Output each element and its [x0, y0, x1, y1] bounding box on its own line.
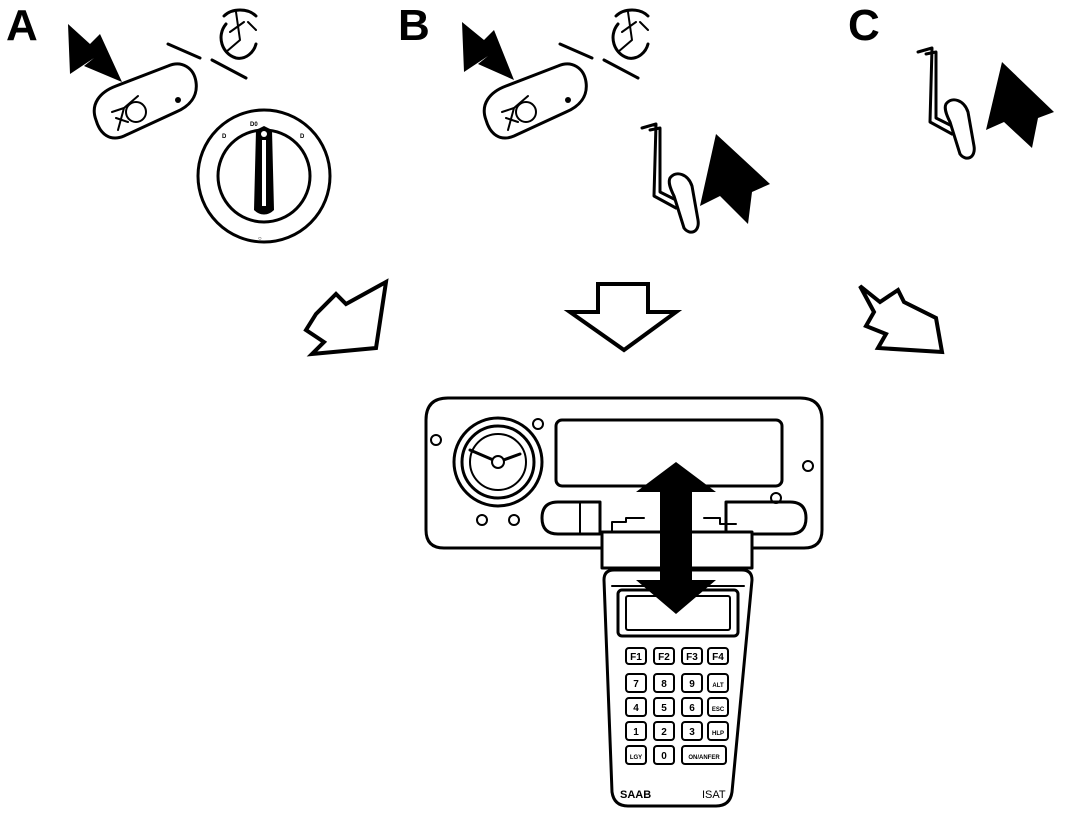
pedal-icon-b: [640, 122, 700, 234]
double-arrow: [636, 462, 716, 614]
keypad-key[interactable]: ESC: [707, 697, 729, 717]
tester-brand: SAAB: [620, 789, 651, 801]
keypad-key[interactable]: 6: [681, 697, 703, 717]
keypad-key[interactable]: ALT: [707, 673, 729, 693]
panel-a: D0 D D ○: [68, 8, 332, 244]
svg-text:D: D: [222, 134, 227, 140]
keypad-key-label: 6: [689, 703, 695, 714]
panel-label-a: A: [6, 1, 38, 50]
tester-model: ISAT: [702, 789, 726, 801]
svg-text:○: ○: [258, 236, 262, 242]
keypad-key-label: 3: [689, 727, 695, 738]
svg-text:D: D: [300, 134, 305, 140]
function-key-label: F2: [658, 652, 670, 663]
svg-text:D0: D0: [250, 122, 258, 128]
fuse-line-a2: [210, 58, 248, 80]
arrow-pedal-b: [700, 134, 770, 224]
panel-label-c: C: [848, 1, 880, 50]
keypad-key-label: LGY: [630, 755, 642, 761]
keypad-key-label: 2: [661, 727, 667, 738]
keypad-key[interactable]: ON/ANFER: [681, 745, 727, 765]
keypad-key[interactable]: 1: [625, 721, 647, 741]
fuse-line-a1: [166, 42, 202, 60]
arrow-bulb-b: [462, 22, 514, 80]
function-key-label: F3: [686, 652, 698, 663]
keypad-key-label: 9: [689, 679, 695, 690]
keypad-key[interactable]: HLP: [707, 721, 729, 741]
keypad-key[interactable]: 3: [681, 721, 703, 741]
clock-icon: [452, 416, 544, 508]
function-key-label: F4: [712, 652, 724, 663]
keypad-key[interactable]: 7: [625, 673, 647, 693]
light-switch-icon: D0 D D ○: [196, 108, 332, 244]
fuse-icon-b: [611, 8, 650, 60]
keypad-key[interactable]: 5: [653, 697, 675, 717]
keypad-key[interactable]: LGY: [625, 745, 647, 765]
keypad-key-label: ON/ANFER: [688, 755, 720, 761]
panel-c: [916, 46, 1054, 160]
keypad-key-label: 4: [633, 703, 639, 714]
keypad-key-label: 5: [661, 703, 667, 714]
keypad-key[interactable]: 2: [653, 721, 675, 741]
keypad-key[interactable]: 8: [653, 673, 675, 693]
keypad-key-label: 0: [661, 751, 667, 762]
function-key-1[interactable]: F1: [625, 647, 647, 665]
fuse-icon: [219, 8, 258, 60]
pedal-icon-c: [916, 46, 976, 160]
bulb-icon-b: [482, 62, 588, 140]
arrow-pedal-c: [986, 62, 1054, 148]
arrow-from-c: [858, 284, 945, 355]
panel-b: [462, 8, 770, 234]
keypad-key-label: ALT: [712, 683, 724, 689]
keypad-key-label: 7: [633, 679, 639, 690]
keypad-key-label: ESC: [712, 707, 725, 713]
keypad-key-label: 1: [633, 727, 639, 738]
instrument-cluster: [424, 396, 824, 550]
keypad-key-label: 8: [661, 679, 667, 690]
fuse-line-b2: [602, 58, 640, 80]
keypad-key[interactable]: 0: [653, 745, 675, 765]
tester-keypad: F1 F2 F3 F4 7 8 9 ALT 4 5 6 ESC 1 2 3 HLP LGY 0 ON/ANFER: [625, 647, 729, 765]
panel-label-b: B: [398, 1, 430, 50]
fuse-line-b1: [558, 42, 594, 60]
function-key-label: F1: [630, 652, 642, 663]
function-key-2[interactable]: F2: [653, 647, 675, 665]
keypad-key[interactable]: 4: [625, 697, 647, 717]
bulb-icon: [92, 62, 198, 140]
function-key-4[interactable]: F4: [707, 647, 729, 665]
arrow-from-a: [303, 278, 389, 357]
arrow-from-b: [563, 282, 683, 353]
function-key-3[interactable]: F3: [681, 647, 703, 665]
keypad-key[interactable]: 9: [681, 673, 703, 693]
keypad-key-label: HLP: [712, 731, 724, 737]
arrow-bulb-a: [68, 24, 122, 82]
